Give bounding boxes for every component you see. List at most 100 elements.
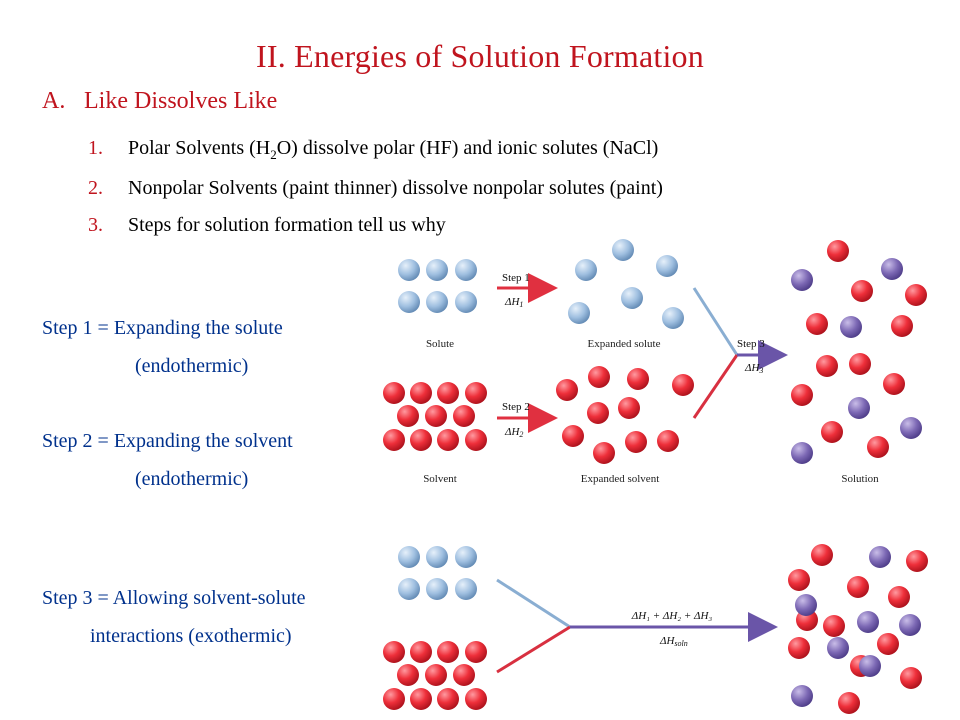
step-3-arrow-label: Step 3 — [737, 338, 765, 350]
solution-solvent-particle — [827, 240, 849, 262]
solution-solute-particle — [840, 316, 862, 338]
point-3: 3.Steps for solution formation tell us w… — [88, 214, 446, 237]
dh1-label: ΔH1 — [504, 296, 523, 309]
solution-solvent-particle — [905, 284, 927, 306]
step-2-arrow-label: Step 2 — [502, 401, 530, 413]
solute-particle — [398, 259, 420, 281]
direct-solute-particle — [426, 578, 448, 600]
dh1-subscript: 1 — [519, 300, 523, 309]
solvent-particle — [465, 429, 487, 451]
final-solute-particle — [827, 637, 849, 659]
final-solvent-particle — [888, 586, 910, 608]
point-1-subscript: 2 — [270, 147, 277, 162]
expanded-solvent-particle — [562, 425, 584, 447]
section-a-number: A. — [42, 88, 66, 114]
point-2-number: 2. — [88, 177, 103, 199]
step-2-note: (endothermic) — [135, 468, 249, 490]
final-solvent-particle — [811, 544, 833, 566]
direct-solute-line — [496, 578, 571, 629]
final-solute-particle — [859, 655, 881, 677]
direct-solvent-particle — [410, 641, 432, 663]
step-1-arrow-label: Step 1 — [502, 272, 530, 284]
solution-solvent-particle — [849, 353, 871, 375]
solution-solute-particle — [848, 397, 870, 419]
expanded-solute-particle — [621, 287, 643, 309]
solution-solute-particle — [900, 417, 922, 439]
point-3-text: Steps for solution formation tell us why — [128, 214, 446, 236]
solute-particle — [426, 259, 448, 281]
dh-soln-label: ΔHsoln — [659, 635, 688, 648]
step-2-text: Step 2 = Expanding the solvent — [42, 430, 293, 452]
solution-solvent-particle — [806, 313, 828, 335]
direct-solvent-line — [496, 625, 571, 674]
solute-particle — [455, 259, 477, 281]
step-1-text: Step 1 = Expanding the solute — [42, 317, 283, 339]
expanded-solvent-particle — [657, 430, 679, 452]
dh-soln-symbol: ΔH — [659, 635, 675, 647]
point-1-text-end: O) dissolve polar (HF) and ionic solutes… — [276, 137, 659, 159]
final-solvent-particle — [900, 667, 922, 689]
direct-solvent-particle — [465, 688, 487, 710]
label-solute: Solute — [426, 338, 454, 350]
solvent-particle — [410, 382, 432, 404]
final-solute-particle — [791, 685, 813, 707]
expanded-solute-particle — [662, 307, 684, 329]
solution-solute-particle — [881, 258, 903, 280]
step-1-note: (endothermic) — [135, 355, 249, 377]
solute-particle — [455, 291, 477, 313]
solute-particle — [398, 291, 420, 313]
expanded-solute-particle — [656, 255, 678, 277]
dh3-label: ΔH3 — [744, 362, 763, 375]
direct-solvent-particle — [465, 641, 487, 663]
section-a-heading: A. Like Dissolves Like — [42, 88, 277, 115]
expanded-solvent-particle — [587, 402, 609, 424]
expanded-solvent-particle — [625, 431, 647, 453]
solute-particle — [426, 291, 448, 313]
solvent-particle — [383, 429, 405, 451]
solvent-particle — [437, 382, 459, 404]
dh2-subscript: 2 — [519, 430, 523, 439]
direct-solute-particle — [426, 546, 448, 568]
solution-solvent-particle — [891, 315, 913, 337]
dh-soln-subscript: soln — [674, 639, 687, 648]
point-1-number: 1. — [88, 137, 103, 159]
final-solvent-particle — [847, 576, 869, 598]
point-1: 1. Polar Solvents (H2O) dissolve polar (H… — [88, 137, 659, 162]
final-solvent-particle — [838, 692, 860, 714]
direct-solvent-particle — [397, 664, 419, 686]
solution-solute-particle — [791, 442, 813, 464]
solvent-particle — [465, 382, 487, 404]
section-a-text: Like Dissolves Like — [84, 88, 278, 114]
direct-solvent-particle — [410, 688, 432, 710]
final-solvent-particle — [823, 615, 845, 637]
step-3-text: Step 3 = Allowing solvent-solute — [42, 587, 306, 609]
solution-solvent-particle — [791, 384, 813, 406]
label-solvent: Solvent — [423, 473, 457, 485]
direct-solvent-particle — [383, 688, 405, 710]
point-1-text: Polar Solvents (H — [128, 137, 271, 159]
expanded-solute-particle — [612, 239, 634, 261]
solvent-particle — [397, 405, 419, 427]
expanded-solvent-particle — [618, 397, 640, 419]
solvent-merge-line — [692, 354, 739, 419]
label-solution: Solution — [841, 473, 879, 485]
solvent-particle — [410, 429, 432, 451]
solution-solvent-particle — [851, 280, 873, 302]
solvent-particle — [437, 429, 459, 451]
expanded-solvent-particle — [672, 374, 694, 396]
solvent-particle — [425, 405, 447, 427]
solvent-particle — [453, 405, 475, 427]
direct-solvent-particle — [383, 641, 405, 663]
final-solvent-particle — [788, 637, 810, 659]
sum-label: ΔH₁ + ΔH₂ + ΔH₃ — [631, 610, 713, 622]
slide-title: II. Energies of Solution Formation — [256, 38, 704, 74]
expanded-solvent-particle — [627, 368, 649, 390]
label-expanded-solute: Expanded solute — [587, 338, 660, 350]
expanded-solute-particle — [575, 259, 597, 281]
direct-solute-particle — [398, 546, 420, 568]
dh2-label: ΔH2 — [504, 426, 523, 439]
dh3-subscript: 3 — [758, 366, 763, 375]
solution-solvent-particle — [816, 355, 838, 377]
expanded-solvent-particle — [556, 379, 578, 401]
